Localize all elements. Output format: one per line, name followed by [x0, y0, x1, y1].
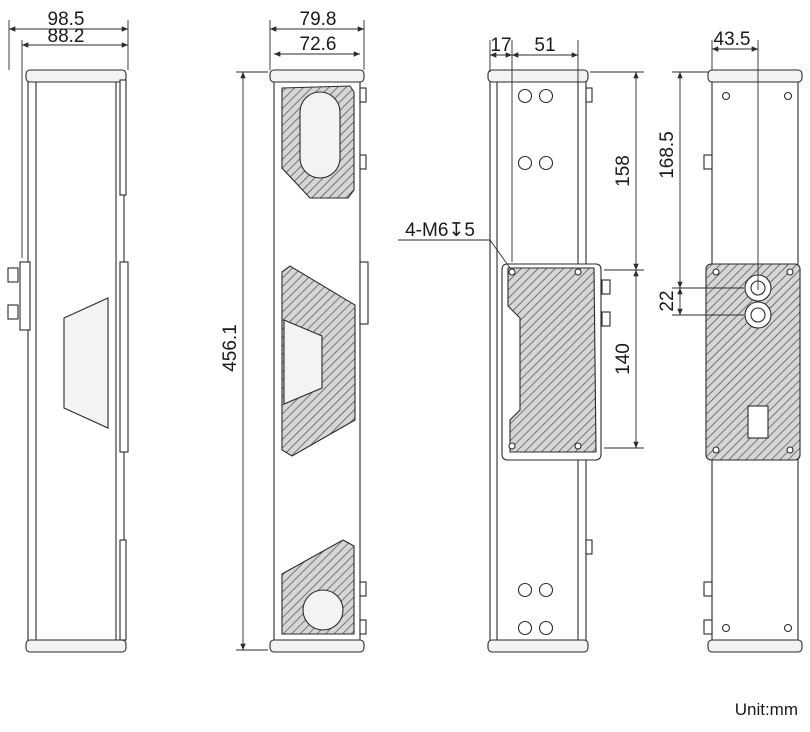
side-left-connector-top [7, 267, 19, 283]
dim-side-right-height: 168.5 [657, 131, 678, 179]
dim-back-hole-spacing: 51 [534, 35, 555, 56]
front-projector-window [283, 319, 323, 405]
side-view-left [7, 69, 129, 653]
side-right-label-window [747, 405, 769, 439]
dim-front-body-width: 72.6 [300, 34, 337, 55]
side-left-connector-bottom [7, 304, 19, 320]
side-view-right [703, 69, 803, 653]
front-top-cap [269, 69, 365, 83]
back-view [487, 69, 611, 653]
dim-back [398, 40, 644, 449]
side-right-bottom-cap [707, 639, 803, 653]
dim-front-height: 456.1 [220, 324, 241, 372]
front-bottom-lens [302, 589, 344, 631]
unit-label: Unit:mm [735, 700, 798, 719]
dim-side-right [672, 40, 759, 316]
dim-back-plate-height: 140 [613, 343, 634, 375]
back-hole [517, 582, 533, 598]
side-right-top-cap [707, 69, 803, 83]
front-top-lens [299, 91, 341, 179]
callout-thread-spec: 4-M6↧5 [405, 220, 475, 241]
side-right-mount-plate [705, 263, 801, 461]
back-hole [538, 155, 554, 171]
back-hole [517, 88, 533, 104]
back-hole [517, 620, 533, 636]
side-left-window [63, 297, 109, 429]
front-bottom-cap [269, 639, 365, 653]
dim-overall-width: 98.5 [48, 9, 85, 30]
back-top-cap [487, 69, 589, 83]
back-bottom-cap [487, 639, 589, 653]
back-hole [538, 620, 554, 636]
side-left-bottom-cap [25, 639, 127, 653]
dim-front [236, 20, 365, 651]
back-hole [538, 88, 554, 104]
dim-front-overall-width: 79.8 [300, 9, 337, 30]
front-view [269, 69, 369, 653]
side-left-top-cap [25, 69, 127, 83]
back-hole [538, 582, 554, 598]
back-mount-plate [507, 267, 597, 453]
dim-body-width: 88.2 [48, 26, 85, 47]
back-hole [517, 155, 533, 171]
dim-back-vertical-to-plate: 158 [613, 155, 634, 187]
dim-side-right-width: 43.5 [714, 29, 751, 50]
dim-back-left-offset: 17 [490, 35, 511, 56]
dim-side-left [8, 20, 129, 258]
dim-connector-spacing: 22 [657, 290, 678, 311]
